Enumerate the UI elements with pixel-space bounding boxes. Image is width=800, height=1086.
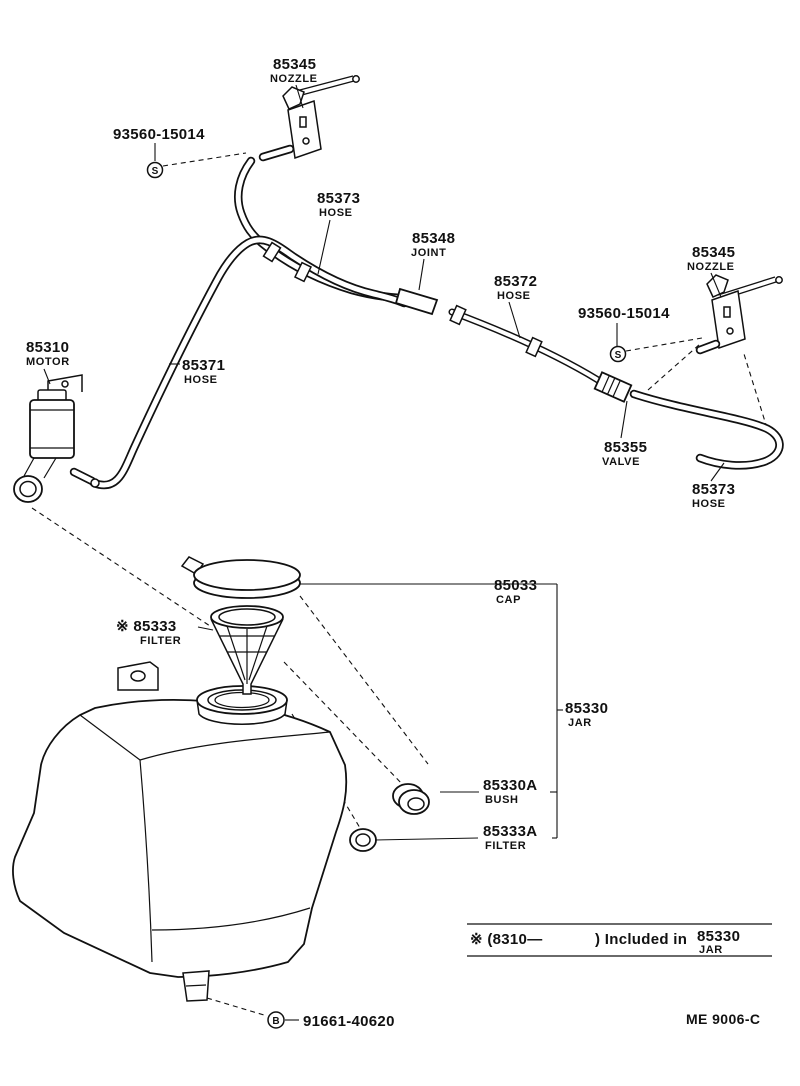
part-number-nozzle-left: 85345 <box>273 56 316 73</box>
part-number-joint: 85348 <box>412 230 455 247</box>
part-name-motor: MOTOR <box>26 356 70 368</box>
part-number-hose-mid: 85372 <box>494 273 537 290</box>
screw-symbol-left: S <box>146 161 164 179</box>
footnote-prefix: ※ (8310— <box>470 931 543 948</box>
part-number-hose-motor: 85371 <box>182 357 225 374</box>
footnote-part-name: JAR <box>699 944 723 956</box>
part-name-jar: JAR <box>568 717 592 729</box>
part-number-hose-left: 85373 <box>317 190 360 207</box>
part-name-joint: JOINT <box>411 247 446 259</box>
part-number-screw-left: 93560-15014 <box>113 126 205 143</box>
part-number-jar: 85330 <box>565 700 608 717</box>
hose-85372-drawing <box>448 308 602 384</box>
screw-symbol-right: S <box>609 345 627 363</box>
part-name-hose-left: HOSE <box>319 207 353 219</box>
part-name-nozzle-left: NOZZLE <box>270 73 318 85</box>
footnote-suffix: ) Included in <box>595 931 687 948</box>
bush-grommet-drawing <box>392 783 430 815</box>
screw-symbol-left-letter: S <box>152 166 159 177</box>
filter-funnel-drawing <box>210 605 284 695</box>
hose-85373-right-drawing <box>629 389 784 470</box>
screw-symbol-right-letter: S <box>615 350 622 361</box>
leader-lines <box>43 84 725 841</box>
part-number-nozzle-right: 85345 <box>692 244 735 261</box>
footnote-rules <box>467 923 772 957</box>
part-name-cap: CAP <box>496 594 521 606</box>
part-number-motor: 85310 <box>26 339 69 356</box>
joint-85348-drawing <box>394 287 439 316</box>
part-number-valve: 85355 <box>604 439 647 456</box>
valve-85355-drawing <box>593 371 633 403</box>
part-number-hose-right: 85373 <box>692 481 735 498</box>
hose-85371-drawing <box>89 235 409 490</box>
hose-85373-left-drawing <box>234 156 405 303</box>
drawing-code: ME 9006-C <box>686 1011 760 1027</box>
cap-85033-drawing <box>180 556 301 599</box>
part-name-filter-a: FILTER <box>485 840 526 852</box>
nozzle-left-drawing <box>258 75 360 162</box>
part-name-valve: VALVE <box>602 456 640 468</box>
part-number-filter: ※ 85333 <box>116 618 177 635</box>
nozzle-right-drawing <box>695 274 783 355</box>
part-name-filter: FILTER <box>140 635 181 647</box>
part-name-hose-mid: HOSE <box>497 290 531 302</box>
part-number-filter-a: 85333A <box>483 823 537 840</box>
hose-connector-collars <box>262 241 543 358</box>
part-number-cap: 85033 <box>494 577 537 594</box>
bolt-symbol-letter: B <box>272 1016 279 1027</box>
footnote-part-number: 85330 <box>697 928 740 945</box>
part-number-screw-right: 93560-15014 <box>578 305 670 322</box>
part-name-hose-motor: HOSE <box>184 374 218 386</box>
reservoir-jar-drawing <box>12 661 348 1002</box>
filter-ring-drawing <box>349 828 377 852</box>
part-name-hose-right: HOSE <box>692 498 726 510</box>
bolt-symbol: B <box>267 1011 299 1029</box>
part-name-bush: BUSH <box>485 794 519 806</box>
part-number-bush: 85330A <box>483 777 537 794</box>
part-number-bolt: 91661-40620 <box>303 1013 395 1030</box>
motor-85310-drawing <box>13 374 100 503</box>
part-name-nozzle-right: NOZZLE <box>687 261 735 273</box>
